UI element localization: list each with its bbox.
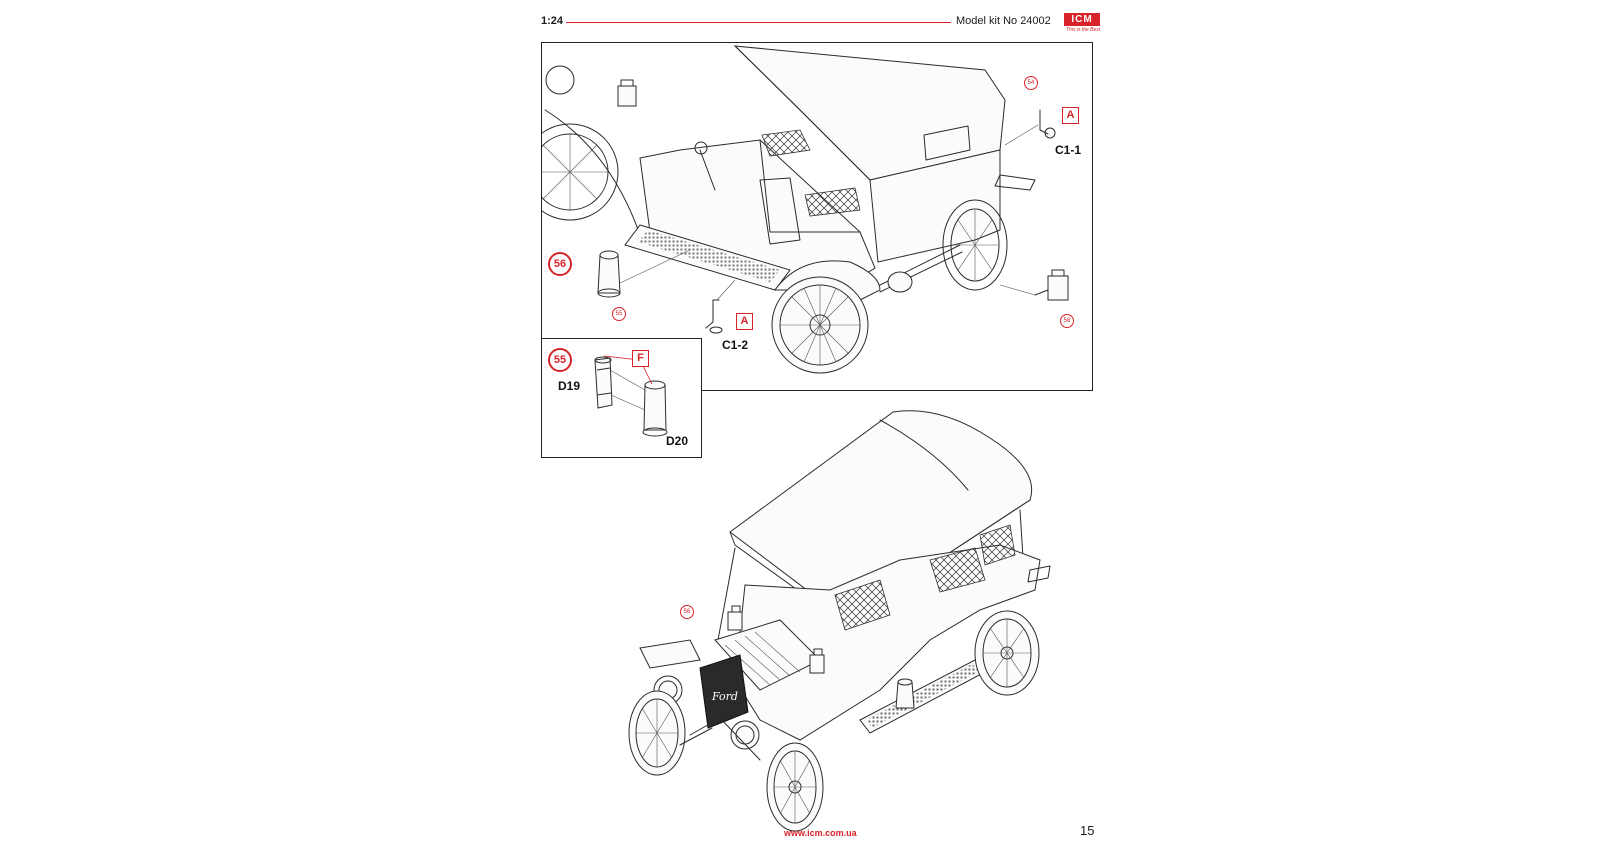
header-rule xyxy=(566,22,951,23)
part-label-d20: D20 xyxy=(666,434,689,448)
part-callout-55: 55 xyxy=(612,307,626,321)
part-label-c1-1: C1-1 xyxy=(1055,143,1082,157)
step-number-55: 55 xyxy=(548,348,572,372)
icm-logo: ICM This is the Best xyxy=(1060,12,1104,36)
kit-number: Model kit No 24002 xyxy=(956,15,1051,27)
top-exploded-parts xyxy=(597,109,1069,334)
part-callout-56-bottom: 56 xyxy=(680,605,694,619)
ref-marker-a-top: A xyxy=(1062,107,1079,124)
top-detail-drawing xyxy=(541,45,1036,374)
ref-marker-f: F xyxy=(632,350,649,367)
footer-url[interactable]: www.icm.com.ua xyxy=(784,828,857,838)
part-callout-58: 58 xyxy=(1060,314,1074,328)
page-number: 15 xyxy=(1080,823,1095,838)
part-callout-54: 54 xyxy=(1024,76,1038,90)
completed-car-drawing: Ford xyxy=(628,410,1051,832)
ref-marker-a-bottom: A xyxy=(736,313,753,330)
part-label-c1-2: C1-2 xyxy=(722,338,749,352)
logo-wordmark: ICM xyxy=(1064,13,1100,26)
svg-text:Ford: Ford xyxy=(711,690,738,703)
part-label-d19: D19 xyxy=(558,379,581,393)
scale-label: 1:24 xyxy=(541,15,564,27)
logo-tagline: This is the Best xyxy=(1066,27,1101,33)
top-detail-frame xyxy=(541,42,1093,391)
step-number-56: 56 xyxy=(548,252,572,276)
